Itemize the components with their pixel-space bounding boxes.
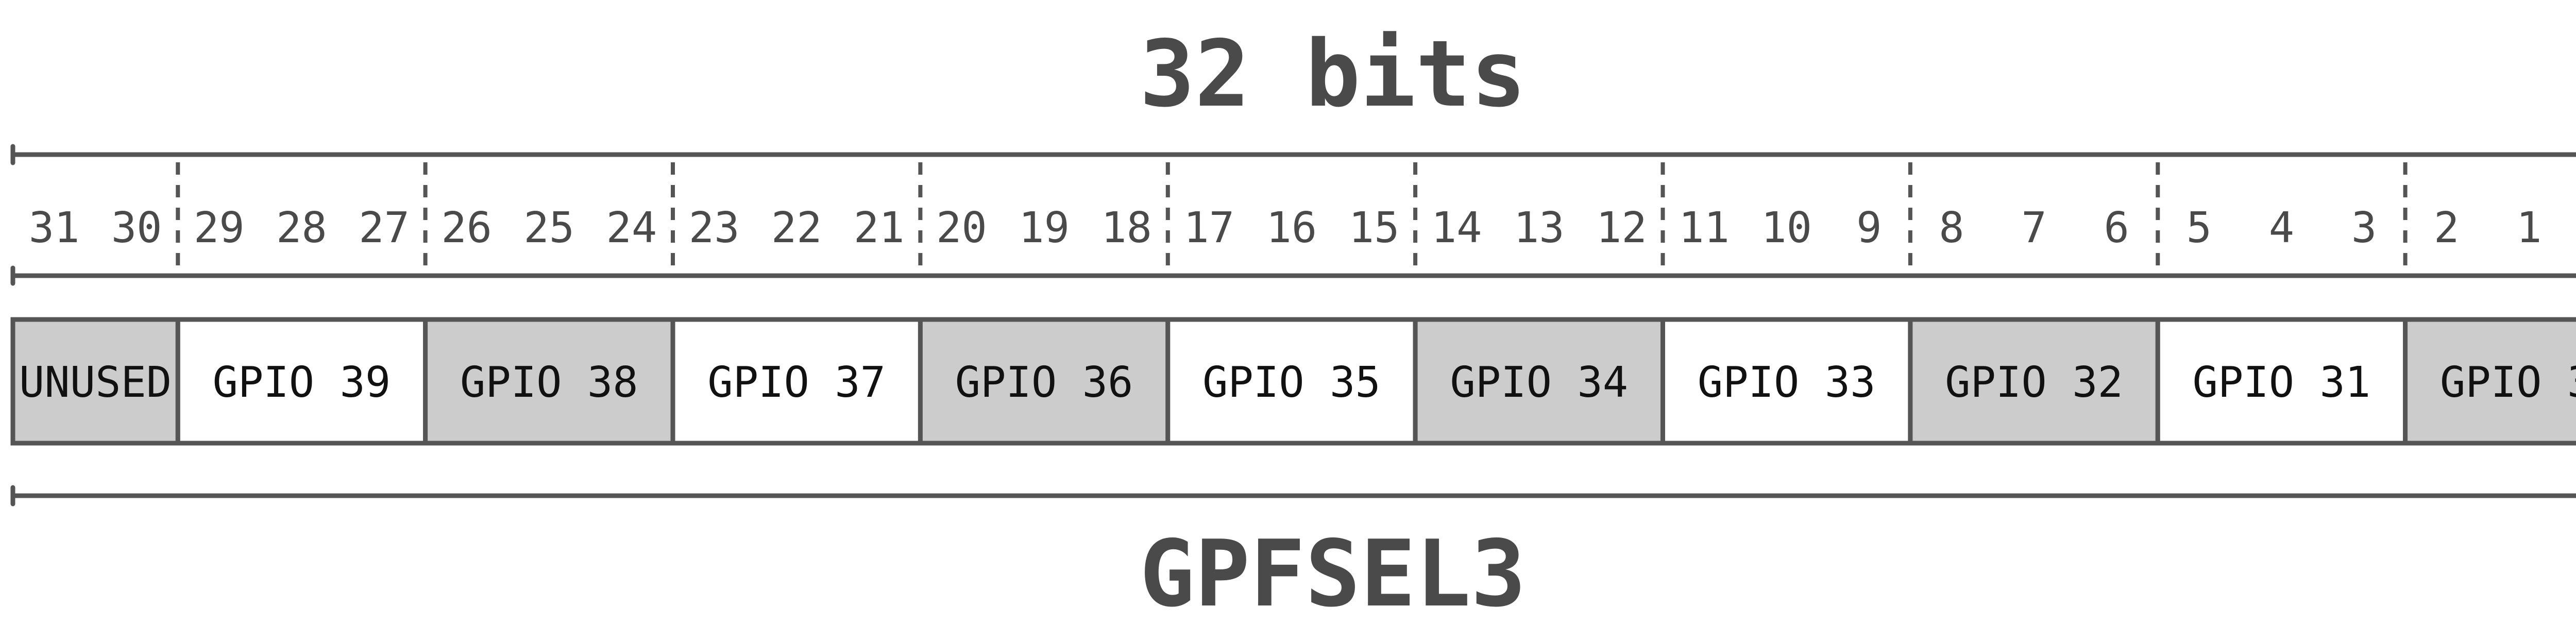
bit-number: 30 [111,204,162,252]
register-field-cell [918,317,1171,446]
register-field-label: GPIO 31 [2193,358,2371,407]
register-field-cell [1660,317,1913,446]
bit-number: 9 [1856,204,1882,252]
bit-number: 5 [2187,204,2212,252]
bit-number: 2 [2434,204,2459,252]
bit-number: 28 [276,204,327,252]
register-field-cell [670,317,923,446]
register-name: GPFSEL3 [1140,520,1526,627]
bit-number: 19 [1019,204,1070,252]
register-field-cell [2155,317,2408,446]
register-field-label: GPIO 39 [213,358,391,407]
register-field-label: UNUSED [19,358,172,407]
register-field-label: GPIO 32 [1945,358,2123,407]
register-field-label: GPIO 33 [1698,358,1876,407]
bit-number: 27 [359,204,410,252]
bit-number: 25 [523,204,574,252]
bit-number: 8 [1939,204,1964,252]
register-field-cell [175,317,428,446]
register-fields: UNUSED GPIO 39 GPIO 38 GPIO 37 GPIO 36 GPIO 3… [10,317,2576,446]
bit-number: 13 [1514,204,1565,252]
bit-number: 17 [1183,204,1234,252]
register-field-label: GPIO 35 [1202,358,1381,407]
bit-number: 31 [29,204,80,252]
bit-number: 1 [2516,204,2541,252]
bit-field-dividers [176,162,2408,276]
bit-number: 4 [2269,204,2294,252]
bit-number: 11 [1679,204,1730,252]
register-field-cell [1165,317,1418,446]
register-field-label: GPIO 36 [955,358,1133,407]
register-field-label: GPIO 34 [1450,358,1629,407]
bit-number: 22 [771,204,822,252]
bit-number: 29 [194,204,245,252]
bit-number: 16 [1266,204,1317,252]
bit-number: 6 [2104,204,2129,252]
bit-number: 12 [1596,204,1647,252]
bit-number: 24 [606,204,657,252]
register-field-label: GPIO 30 [2440,358,2576,407]
bit-number: 15 [1349,204,1400,252]
register-field-label: GPIO 37 [707,358,886,407]
bit-number: 20 [936,204,987,252]
bit-width-title: 32 bits [1140,21,1526,127]
register-field-cell [10,317,180,446]
bit-number: 7 [2021,204,2046,252]
register-field-cell [2403,317,2576,446]
bit-number: 23 [689,204,740,252]
bit-number: 21 [854,204,905,252]
bit-number: 14 [1431,204,1482,252]
bit-number: 10 [1761,204,1812,252]
register-field-cell [1413,317,1666,446]
register-field-cell [1908,317,2160,446]
bit-number: 18 [1101,204,1152,252]
bit-number: 3 [2351,204,2377,252]
bit-number: 26 [441,204,492,252]
register-field-label: GPIO 38 [460,358,638,407]
